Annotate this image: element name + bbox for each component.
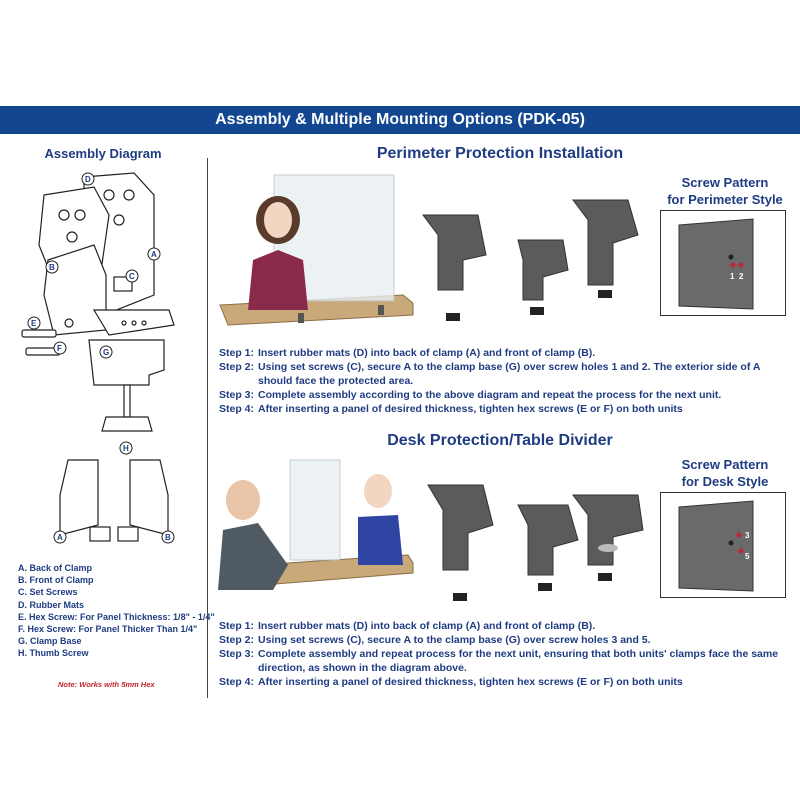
screw-pattern-line: Screw Pattern	[681, 457, 769, 472]
step-row: Step 4:After inserting a panel of desire…	[219, 402, 789, 416]
perimeter-illustration	[219, 174, 639, 326]
label-g: G	[103, 348, 109, 357]
step-row: Step 4:After inserting a panel of desire…	[219, 675, 789, 689]
label-h: H	[123, 444, 129, 453]
step-label: Step 4:	[219, 676, 255, 688]
step-label: Step 2:	[219, 634, 255, 646]
perimeter-screw-pattern-box: 1 2	[660, 210, 786, 316]
label-b: B	[49, 263, 55, 272]
perimeter-steps: Step 1:Insert rubber mats (D) into back …	[219, 346, 789, 416]
desk-screw-pattern-box: 3 5	[660, 492, 786, 598]
step-label: Step 1:	[219, 347, 255, 359]
step-text: Complete assembly according to the above…	[258, 389, 722, 401]
assembly-diagram-title: Assembly Diagram	[44, 146, 162, 161]
screw-pattern-line: Screw Pattern	[681, 175, 769, 190]
label-a: A	[151, 250, 157, 259]
step-row: Step 1:Insert rubber mats (D) into back …	[219, 346, 789, 360]
step-text: After inserting a panel of desired thick…	[258, 403, 683, 415]
parts-legend: A. Back of Clamp B. Front of Clamp C. Se…	[18, 562, 215, 660]
legend-item: E. Hex Screw: For Panel Thickness: 1/8" …	[18, 611, 215, 622]
step-text: Insert rubber mats (D) into back of clam…	[258, 347, 596, 359]
hex-note: Note: Works with 5mm Hex	[58, 680, 155, 689]
legend-item: G. Clamp Base	[18, 636, 82, 647]
step-text: Using set screws (C), secure A to the cl…	[258, 634, 651, 646]
legend-item: C. Set Screws	[18, 587, 78, 598]
desk-screw-pattern-title: Screw Pattern for Desk Style	[655, 456, 795, 490]
step-row: Step 1:Insert rubber mats (D) into back …	[219, 619, 789, 633]
step-text: Insert rubber mats (D) into back of clam…	[258, 620, 596, 632]
hole-3: 3	[745, 531, 750, 540]
banner-title: Assembly & Multiple Mounting Options (PD…	[0, 106, 800, 134]
step-label: Step 1:	[219, 620, 255, 632]
hole-5: 5	[745, 552, 750, 561]
hole-2: 2	[739, 272, 744, 281]
perimeter-screw-pattern-title: Screw Pattern for Perimeter Style	[655, 174, 795, 208]
step-row: Step 2:Using set screws (C), secure A to…	[219, 360, 789, 388]
step-label: Step 3:	[219, 648, 255, 660]
step-row: Step 3:Complete assembly and repeat proc…	[219, 647, 789, 675]
side-label-a: A	[57, 533, 63, 542]
step-row: Step 3:Complete assembly according to th…	[219, 388, 789, 402]
legend-item: A. Back of Clamp	[18, 563, 93, 573]
legend-item: H. Thumb Screw	[18, 648, 89, 659]
desk-steps: Step 1:Insert rubber mats (D) into back …	[219, 619, 789, 689]
screw-pattern-line: for Perimeter Style	[667, 192, 783, 207]
label-f: F	[57, 344, 62, 353]
column-divider	[207, 158, 208, 698]
step-text: Complete assembly and repeat process for…	[258, 648, 779, 674]
legend-item: F. Hex Screw: For Panel Thicker Than 1/4…	[18, 624, 198, 635]
step-text: After inserting a panel of desired thick…	[258, 676, 683, 688]
step-text: Using set screws (C), secure A to the cl…	[258, 361, 761, 387]
step-label: Step 4:	[219, 403, 255, 415]
step-label: Step 3:	[219, 389, 255, 401]
desk-illustration	[218, 459, 644, 601]
step-row: Step 2:Using set screws (C), secure A to…	[219, 633, 789, 647]
legend-item: D. Rubber Mats	[18, 599, 85, 610]
screw-pattern-line: for Desk Style	[681, 474, 769, 489]
hole-1: 1	[730, 272, 735, 281]
assembly-exploded-diagram: D A B C E F G H	[21, 172, 175, 455]
label-c: C	[129, 272, 135, 281]
step-label: Step 2:	[219, 361, 255, 373]
clamp-side-view-diagram: A B	[53, 459, 175, 544]
label-d: D	[85, 175, 91, 184]
perimeter-title: Perimeter Protection Installation	[376, 145, 624, 162]
side-label-b: B	[165, 533, 171, 542]
desk-title: Desk Protection/Table Divider	[387, 432, 613, 449]
legend-item: B. Front of Clamp	[18, 575, 94, 586]
label-e: E	[31, 319, 37, 328]
